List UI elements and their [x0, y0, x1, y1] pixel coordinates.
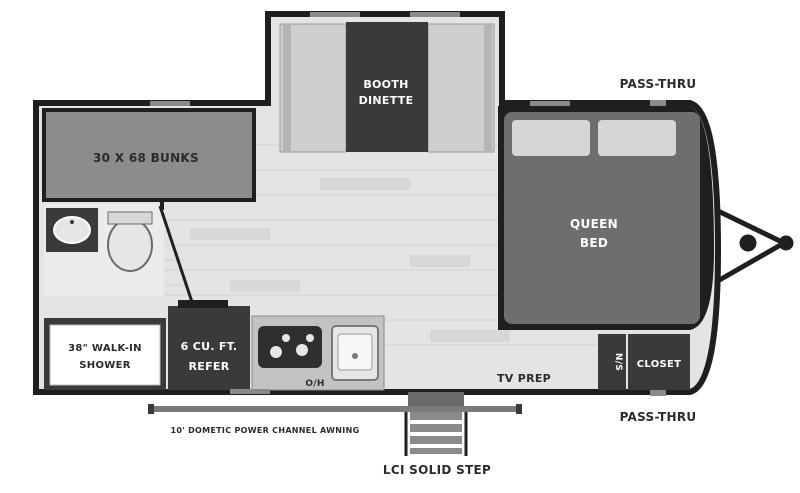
- toilet-icon: [107, 218, 153, 272]
- stove-icon: [258, 326, 322, 368]
- closet-label: CLOSET: [637, 359, 682, 370]
- hitch-tongue: [714, 207, 794, 285]
- refer-label-2: REFER: [189, 360, 230, 373]
- ns-label: N/S: [613, 353, 623, 371]
- kitchen-counter: O/H: [251, 315, 385, 391]
- sink-icon: [53, 216, 91, 244]
- pass-thru-bottom: PASS-THRU: [620, 390, 697, 424]
- entry-step: [404, 392, 468, 456]
- awning-label: 10' DOMETIC POWER CHANNEL AWNING: [171, 426, 360, 435]
- refrigerator: 6 CU. FT. REFER: [168, 300, 250, 390]
- shower-label-2: SHOWER: [79, 360, 130, 371]
- bunks-label: 30 X 68 BUNKS: [93, 151, 199, 165]
- booth-dinette-label-2: DINETTE: [359, 94, 414, 107]
- awning: 10' DOMETIC POWER CHANNEL AWNING: [148, 404, 522, 435]
- step-label: LCI SOLID STEP: [383, 463, 491, 477]
- oh-label: O/H: [305, 379, 324, 389]
- bathroom: [44, 202, 194, 303]
- queen-bed-label-2: BED: [580, 236, 608, 250]
- bedroom: QUEEN BED: [498, 106, 714, 330]
- bunks: 30 X 68 BUNKS: [42, 108, 256, 202]
- queen-bed-label-1: QUEEN: [570, 217, 618, 231]
- burner-icons: [270, 334, 314, 358]
- shower-label-1: 38" WALK-IN: [68, 343, 142, 354]
- walk-in-shower: 38" WALK-IN SHOWER: [44, 318, 166, 390]
- closet-area: N/S CLOSET: [598, 334, 690, 390]
- pass-thru-top-label: PASS-THRU: [620, 77, 697, 91]
- booth-dinette-label-1: BOOTH: [363, 78, 408, 91]
- booth-dinette: BOOTH DINETTE: [279, 22, 495, 153]
- refer-label-1: 6 CU. FT.: [181, 340, 238, 353]
- roof-marks: [150, 12, 570, 394]
- pass-thru-bottom-label: PASS-THRU: [620, 410, 697, 424]
- tv-prep-label: TV PREP: [497, 372, 551, 385]
- pass-thru-top: PASS-THRU: [620, 77, 697, 106]
